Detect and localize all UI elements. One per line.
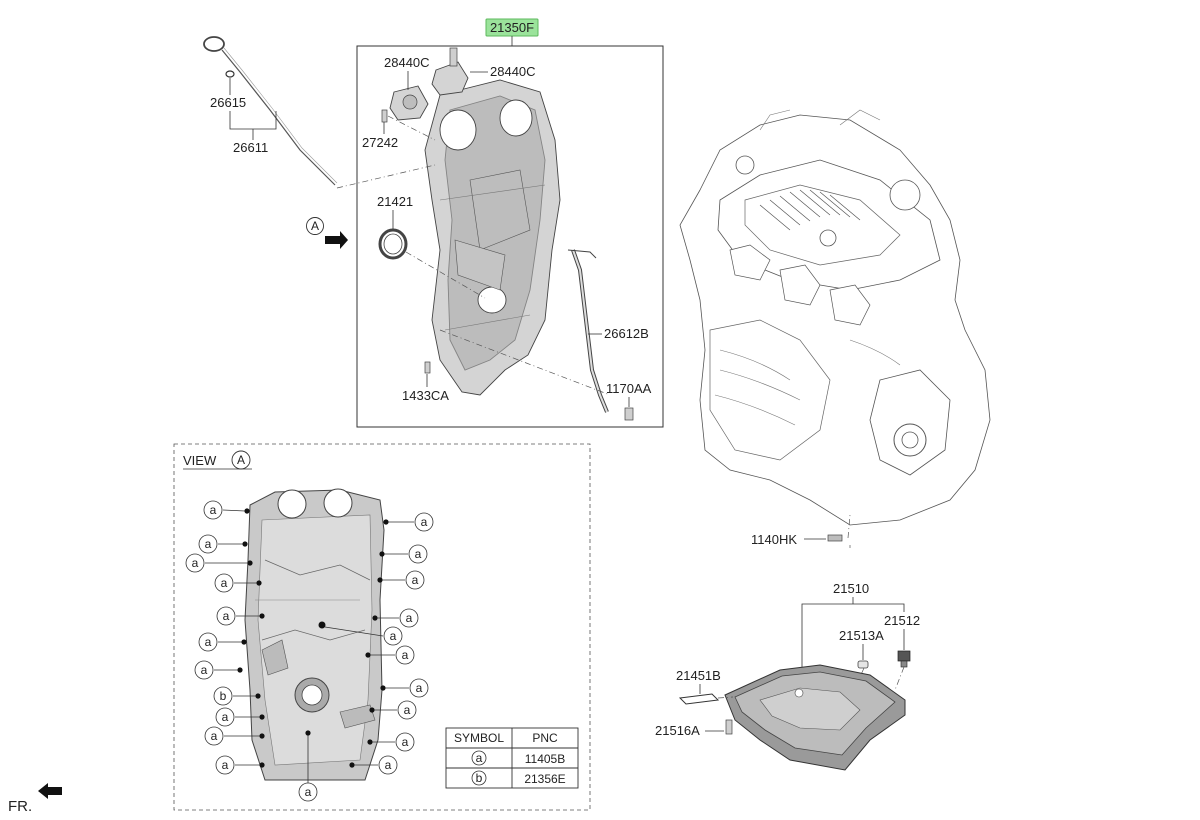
- svg-text:a: a: [415, 547, 422, 561]
- svg-text:a: a: [412, 573, 419, 587]
- svg-text:a: a: [210, 503, 217, 517]
- o-ring-26615[interactable]: [225, 70, 235, 78]
- engine-assembly[interactable]: [679, 109, 991, 526]
- view-title-marker-label: A: [237, 453, 245, 467]
- bolt-callout-a-14: a: [377, 570, 425, 590]
- label-21451b[interactable]: 21451B: [676, 668, 721, 683]
- view-a-marker[interactable]: [306, 217, 324, 235]
- bolt-21516a[interactable]: [725, 719, 733, 735]
- bolt-callout-a-4: a: [214, 573, 262, 593]
- label-21512[interactable]: 21512: [884, 613, 920, 628]
- front-arrow-icon: [38, 783, 62, 799]
- svg-text:a: a: [421, 515, 428, 529]
- bolt-callout-a-6: a: [198, 632, 247, 652]
- label-26611[interactable]: 26611: [233, 140, 268, 155]
- oil-control-valve-left[interactable]: [389, 85, 429, 121]
- bolt-callout-a-13: a: [379, 544, 428, 564]
- bolt-callout-a-20: a: [367, 732, 415, 752]
- label-21516a[interactable]: 21516A: [655, 723, 700, 738]
- bolt-callout-a-15: a: [372, 608, 419, 628]
- bolt-callout-a-8: a: [215, 707, 265, 727]
- view-title: VIEW: [183, 453, 217, 468]
- legend-header-pnc: PNC: [532, 731, 558, 745]
- svg-text:a: a: [402, 648, 409, 662]
- svg-text:a: a: [223, 609, 230, 623]
- label-27242[interactable]: 27242: [362, 135, 398, 150]
- bolt-callout-a-18: a: [380, 678, 429, 698]
- symbol-legend-table: SYMBOL PNC a 11405B b 21356E: [445, 727, 579, 789]
- timing-chain-cover[interactable]: [424, 79, 561, 396]
- bolt-callout-a-1: a: [203, 500, 250, 520]
- bolt-callout-a-17: a: [365, 645, 415, 665]
- seal-21451b[interactable]: [678, 693, 720, 705]
- bolt-callout-a-21: a: [349, 755, 398, 775]
- view-a-marker-label: A: [311, 219, 319, 233]
- bolt-callout-a-16: a: [318, 621, 403, 646]
- bolt-callout-a-19: a: [369, 700, 417, 720]
- main-part-label[interactable]: 21350F: [490, 20, 534, 35]
- front-direction-label: FR.: [8, 798, 32, 815]
- svg-text:a: a: [404, 703, 411, 717]
- svg-text:a: a: [390, 629, 397, 643]
- bolt-callout-a-3: a: [185, 553, 253, 573]
- svg-text:a: a: [402, 735, 409, 749]
- svg-text:a: a: [416, 681, 423, 695]
- drain-plug-21512[interactable]: [897, 650, 911, 668]
- legend-symbol-b: b: [476, 771, 483, 785]
- legend-symbol-a: a: [476, 751, 483, 765]
- svg-text:a: a: [221, 576, 228, 590]
- oil-dipstick-26611[interactable]: [203, 36, 338, 186]
- oil-pan-21510[interactable]: [724, 664, 906, 771]
- label-1433ca[interactable]: 1433CA: [402, 388, 449, 403]
- legend-pnc-b: 21356E: [524, 772, 565, 786]
- view-a-panel: [173, 443, 591, 811]
- oil-seal-21421[interactable]: [378, 228, 408, 260]
- bolt-callout-a-12: a: [383, 512, 434, 532]
- svg-text:a: a: [305, 785, 312, 799]
- bolt-callout-b-1: b: [213, 686, 261, 706]
- legend-header-symbol: SYMBOL: [454, 731, 504, 745]
- oil-control-valve-right[interactable]: [431, 47, 469, 96]
- bolt-callouts: a a a a a a a b a a a a a a a a a a a a …: [185, 500, 434, 802]
- svg-text:a: a: [211, 729, 218, 743]
- svg-text:a: a: [222, 710, 229, 724]
- label-26612b[interactable]: 26612B: [604, 326, 649, 341]
- bolt-1140hk[interactable]: [827, 534, 843, 542]
- gasket-21513a[interactable]: [857, 660, 869, 669]
- bolt-callout-a-11: a: [298, 730, 318, 802]
- legend-pnc-a: 11405B: [525, 752, 565, 766]
- label-21510[interactable]: 21510: [833, 581, 869, 596]
- svg-text:a: a: [205, 635, 212, 649]
- bolt-27242[interactable]: [381, 109, 388, 123]
- view-a-arrow-icon: [325, 231, 348, 249]
- svg-text:a: a: [222, 758, 229, 772]
- bolt-callout-a-5: a: [216, 606, 265, 626]
- label-1140hk[interactable]: 1140HK: [751, 532, 797, 547]
- label-26615[interactable]: 26615: [210, 95, 246, 110]
- svg-text:a: a: [201, 663, 208, 677]
- svg-text:a: a: [205, 537, 212, 551]
- svg-text:a: a: [192, 556, 199, 570]
- timing-cover-frame: [356, 45, 664, 428]
- label-28440c-right[interactable]: 28440C: [490, 64, 536, 79]
- timing-cover-rear-view[interactable]: [244, 488, 385, 781]
- bolt-callout-a-2: a: [198, 534, 248, 554]
- svg-text:a: a: [385, 758, 392, 772]
- bolt-1433ca[interactable]: [424, 361, 431, 374]
- label-1170aa[interactable]: 1170AA: [606, 381, 652, 396]
- bolt-callout-a-10: a: [215, 755, 265, 775]
- bolt-1170aa[interactable]: [624, 407, 634, 421]
- svg-text:b: b: [220, 689, 227, 703]
- bolt-callout-a-9: a: [204, 726, 265, 746]
- label-21421[interactable]: 21421: [377, 194, 413, 209]
- svg-text:a: a: [406, 611, 413, 625]
- label-28440c-left[interactable]: 28440C: [384, 55, 430, 70]
- bolt-callout-a-7: a: [194, 660, 243, 680]
- label-21513a[interactable]: 21513A: [839, 628, 884, 643]
